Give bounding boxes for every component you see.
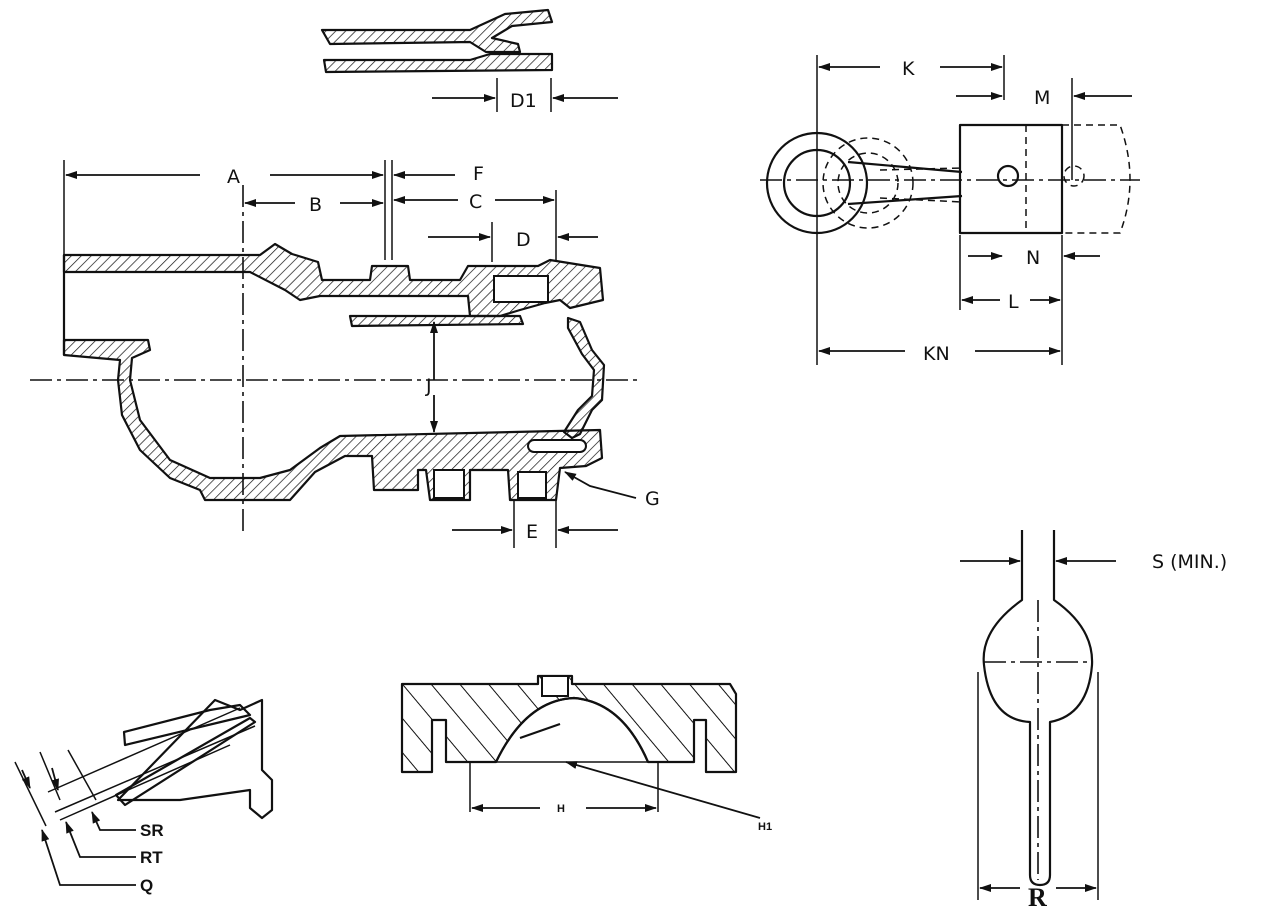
label-h: H [557,803,565,815]
label-e: E [526,521,538,543]
label-l: L [1008,291,1019,313]
label-s-min: S (MIN.) [1152,551,1227,573]
label-h1: H1 [758,821,772,833]
label-rt: RT [140,848,163,867]
label-d1: D1 [510,90,537,112]
label-r: R [1028,883,1047,912]
valve-stem-detail: S (MIN.) R [960,530,1227,912]
label-a: A [227,166,240,188]
label-b: B [309,194,322,216]
main-housing-section: A F B C D J [30,160,660,548]
d1-detail: D1 [320,8,618,112]
clip-detail: SR RT Q [14,698,274,895]
label-g: G [645,488,660,510]
label-q: Q [140,876,153,895]
cap-detail: H H1 [400,674,772,833]
label-m: M [1034,87,1050,109]
label-n: N [1026,247,1040,269]
label-k: K [902,58,915,80]
label-d: D [516,229,531,251]
label-sr: SR [140,821,164,840]
label-c: C [469,191,482,213]
piston-link-detail: K M N L KN [760,55,1140,365]
label-kn: KN [923,343,950,365]
label-f: F [473,163,484,185]
label-j: J [425,375,432,397]
